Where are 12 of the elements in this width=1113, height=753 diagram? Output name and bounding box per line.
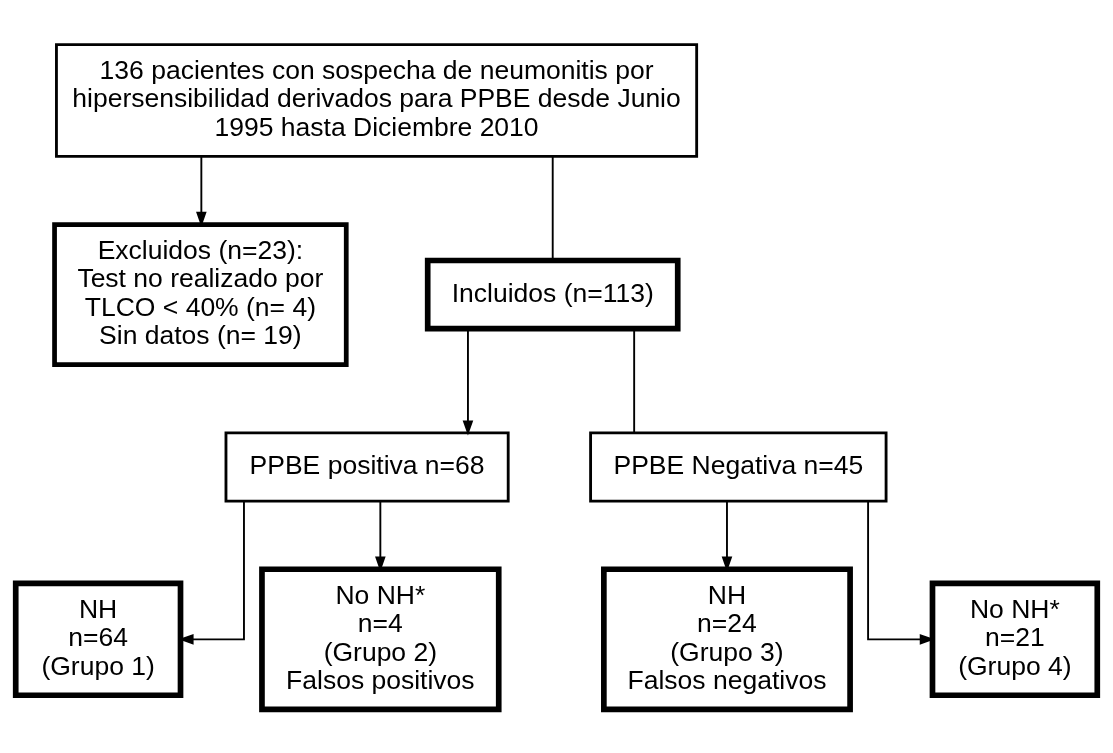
connector xyxy=(633,328,636,434)
node-box: PPBE Negativa n=45 xyxy=(589,430,888,502)
node-box: Excluidos (n=23): Test no realizado por TLCO < 40% (n= 4) Sin datos (n= 19) xyxy=(52,221,349,367)
arrow xyxy=(462,328,474,436)
node-box: No NH* n=21 (Grupo 4) xyxy=(929,580,1101,698)
node-box: Incluidos (n=113) xyxy=(424,257,681,332)
node-box: No NH* n=4 (Grupo 2) Falsos positivos xyxy=(259,565,502,712)
node-box: NH n=24 (Grupo 3) Falsos negativos xyxy=(601,565,853,712)
node-box: 136 pacientes con sospecha de neumonitis por hipersensibilidad derivados para PPBE desde Junio 1995 hasta Diciembre 2010 xyxy=(55,42,699,158)
connector xyxy=(551,155,554,261)
node-box: NH n=64 (Grupo 1) xyxy=(12,580,184,698)
node-box: PPBE positiva n=68 xyxy=(224,430,510,502)
